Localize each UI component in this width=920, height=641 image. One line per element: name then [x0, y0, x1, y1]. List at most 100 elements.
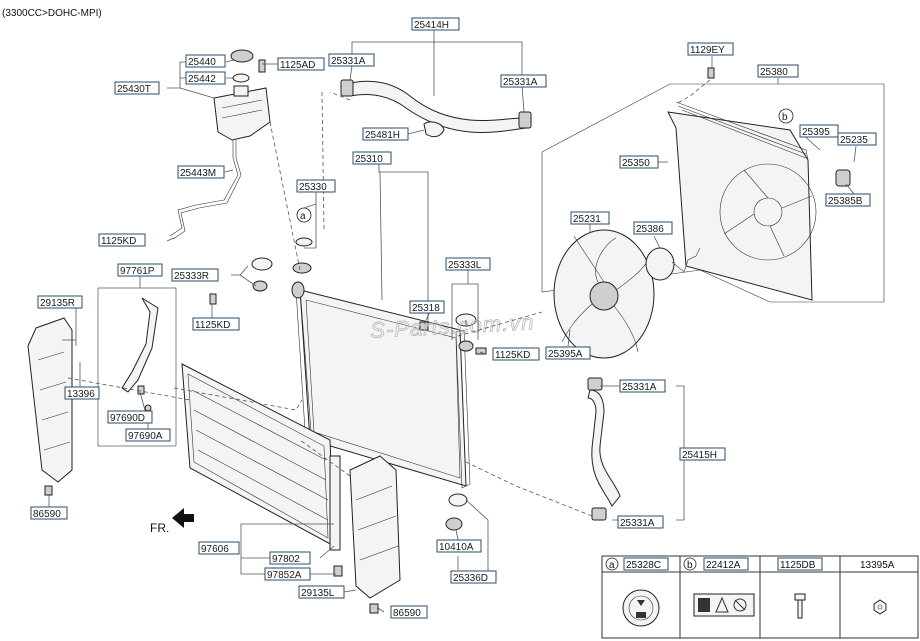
label-1125kd-left: 1125KD	[98, 233, 146, 247]
label-25440: 25440	[185, 54, 226, 68]
svg-text:25331A: 25331A	[503, 77, 538, 88]
legend-part-25328c: 25328C	[626, 560, 661, 571]
fan-shroud: b	[541, 67, 885, 303]
air-guard-left	[349, 455, 401, 614]
bolt-icon	[794, 593, 806, 619]
radiator-cap-icon	[622, 589, 660, 627]
svg-text:97761P: 97761P	[120, 266, 155, 277]
label-25336d: 25336D	[450, 570, 497, 584]
label-25331a-top-right: 25331A	[500, 74, 547, 88]
front-arrow-icon	[172, 508, 194, 528]
legend-tag-a: a	[609, 560, 615, 571]
label-25235: 25235	[837, 132, 877, 146]
nut-icon	[873, 599, 887, 615]
svg-text:25336D: 25336D	[453, 573, 488, 584]
svg-text:25331A: 25331A	[331, 56, 366, 67]
bolt-1125ad	[258, 59, 266, 73]
warning-label-icon	[693, 593, 755, 617]
svg-text:25380: 25380	[760, 67, 788, 78]
svg-text:25318: 25318	[412, 303, 440, 314]
legend-table: a 25328C b 22412A 1125DB 13395A	[601, 555, 919, 639]
label-25395a: 25395A	[545, 346, 591, 360]
label-1125kd-middle: 1125KD	[192, 317, 240, 331]
label-97852a: 97852A	[264, 567, 311, 581]
label-86590-left: 86590	[30, 506, 68, 520]
svg-text:25386: 25386	[636, 224, 664, 235]
svg-text:97852A: 97852A	[267, 570, 302, 581]
label-10410a: 10410A	[436, 539, 482, 553]
cap-seal	[232, 73, 250, 83]
label-25481h: 25481H	[362, 127, 409, 141]
legend-part-13395a: 13395A	[860, 560, 895, 571]
label-25331a-top-left: 25331A	[328, 53, 375, 67]
hose-clamp-upper-right	[518, 111, 532, 129]
label-97606: 97606	[198, 541, 240, 555]
svg-text:1125KD: 1125KD	[101, 236, 136, 247]
svg-text:1125AD: 1125AD	[280, 60, 315, 71]
ac-hose-box	[97, 287, 177, 447]
label-25430t: 25430T	[114, 81, 160, 95]
drain-plug-group	[445, 493, 468, 531]
svg-text:1125KD: 1125KD	[495, 350, 530, 361]
svg-text:25331A: 25331A	[622, 382, 657, 393]
label-25385b: 25385B	[825, 193, 871, 207]
label-25442: 25442	[185, 71, 226, 85]
condenser-core	[181, 363, 343, 577]
svg-text:86590: 86590	[33, 509, 61, 520]
air-guard-right	[27, 317, 73, 496]
svg-text:1125KD: 1125KD	[195, 320, 230, 331]
label-97690a: 97690A	[125, 428, 171, 442]
label-29135l: 29135L	[298, 585, 345, 599]
engine-header: (3300CC>DOHC-MPI)	[2, 8, 102, 19]
reservoir-neck	[233, 85, 249, 97]
label-97690d: 97690D	[107, 410, 153, 424]
svg-text:25395: 25395	[802, 127, 830, 138]
upper-hose-group	[340, 79, 532, 138]
label-1125kd-right: 1125KD	[492, 347, 540, 361]
label-25331a-lower-bottom: 25331A	[617, 515, 664, 529]
svg-text:25350: 25350	[622, 158, 650, 169]
svg-text:86590: 86590	[393, 608, 421, 619]
reservoir-cap	[230, 49, 254, 63]
svg-text:25235: 25235	[840, 135, 868, 146]
svg-text:29135R: 29135R	[40, 298, 75, 309]
front-direction: FR.	[150, 508, 194, 535]
label-25318: 25318	[409, 300, 445, 314]
svg-text:25385B: 25385B	[828, 196, 863, 207]
radiator-core	[291, 281, 471, 489]
label-29135r: 29135R	[37, 295, 83, 309]
svg-text:25481H: 25481H	[365, 130, 400, 141]
label-25310: 25310	[352, 151, 392, 165]
svg-text:25442: 25442	[188, 74, 216, 85]
svg-text:97690A: 97690A	[128, 431, 163, 442]
label-25443m: 25443M	[177, 165, 225, 179]
callout-b-label: b	[782, 112, 788, 123]
svg-text:25443M: 25443M	[180, 168, 216, 179]
svg-text:29135L: 29135L	[301, 588, 335, 599]
callout-a-label: a	[300, 211, 306, 222]
label-25414h: 25414H	[411, 17, 460, 31]
label-25330: 25330	[296, 179, 336, 193]
label-25380: 25380	[757, 64, 799, 78]
svg-text:97802: 97802	[272, 554, 300, 565]
svg-text:25330: 25330	[299, 182, 327, 193]
label-97761p: 97761P	[117, 263, 163, 277]
label-25386: 25386	[633, 221, 673, 235]
label-97802: 97802	[269, 551, 311, 565]
svg-text:10410A: 10410A	[439, 542, 474, 553]
label-25231: 25231	[570, 211, 610, 225]
svg-text:25331A: 25331A	[620, 518, 655, 529]
hose-protector	[423, 121, 445, 138]
dashed-guides	[67, 79, 711, 517]
label-25395: 25395	[799, 124, 839, 138]
label-86590-right: 86590	[390, 605, 428, 619]
legend-part-1125db: 1125DB	[780, 560, 816, 571]
front-label: FR.	[150, 521, 169, 535]
svg-text:25333R: 25333R	[174, 271, 209, 282]
lower-hose-group	[587, 377, 621, 521]
label-25331a-lower-top: 25331A	[619, 379, 666, 393]
bracket-right-group	[209, 257, 273, 305]
svg-text:25440: 25440	[188, 57, 216, 68]
svg-text:25395A: 25395A	[548, 349, 583, 360]
